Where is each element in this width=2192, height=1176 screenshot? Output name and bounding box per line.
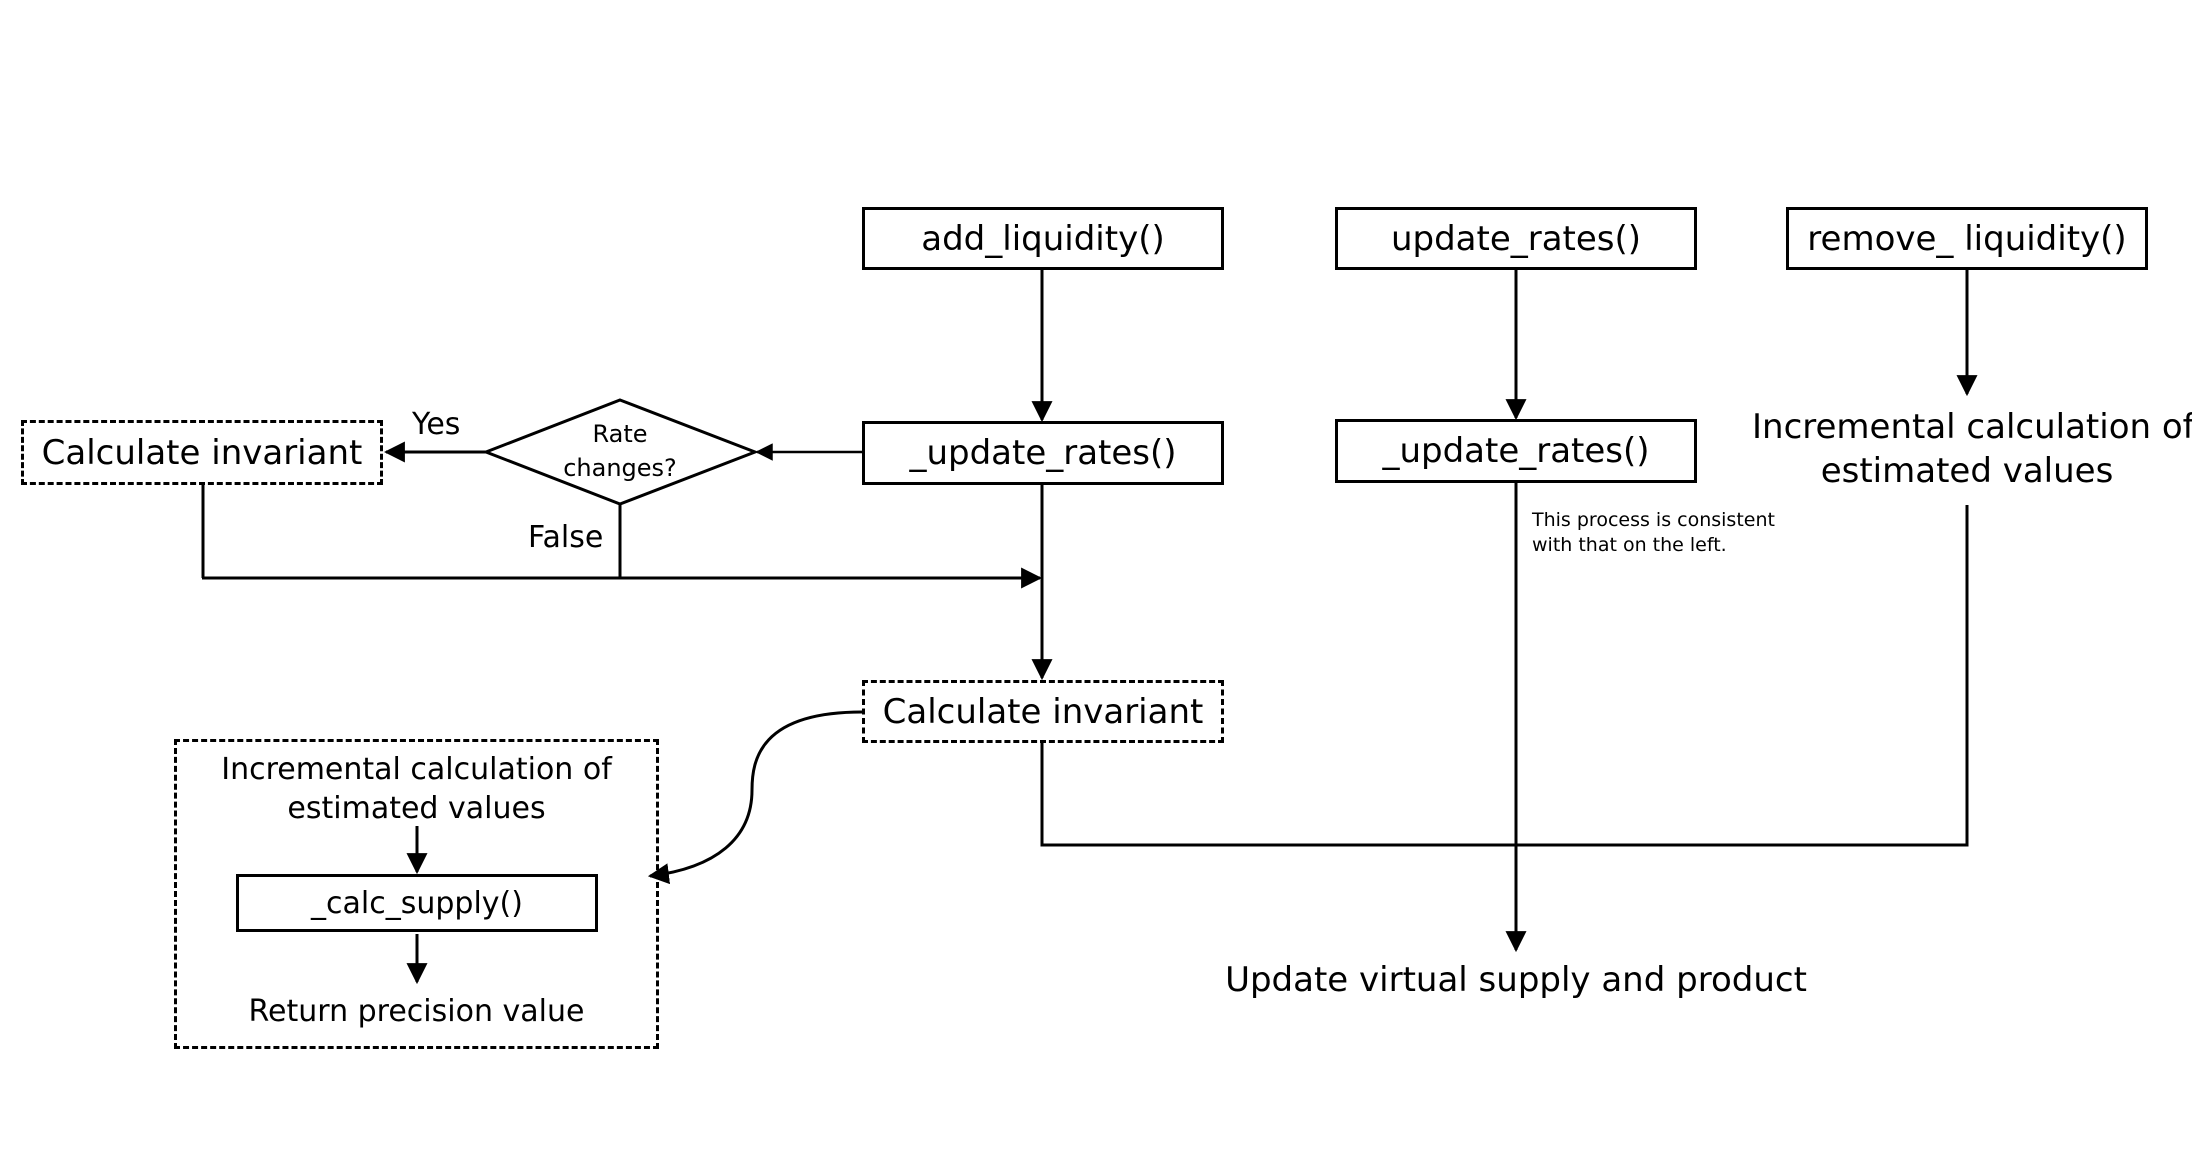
calc-supply-node: _calc_supply() bbox=[236, 874, 598, 932]
incremental-right-line-1: Incremental calculation of bbox=[1752, 407, 2192, 447]
decision-diamond-label: Rate changes? bbox=[540, 418, 700, 485]
group-incremental-line-2: estimated values bbox=[287, 791, 546, 826]
calc-invariant-left-node: Calculate invariant bbox=[21, 420, 383, 485]
calc-invariant-left-label: Calculate invariant bbox=[41, 432, 363, 473]
remove-liquidity-label: remove_ liquidity() bbox=[1807, 218, 2127, 259]
update-rates-top-node: update_rates() bbox=[1335, 207, 1697, 270]
calc-supply-label: _calc_supply() bbox=[311, 885, 523, 921]
update-rates-left-node: _update_rates() bbox=[862, 421, 1224, 485]
consistency-note-line-1: This process is consistent bbox=[1532, 509, 1775, 531]
update-rates-top-label: update_rates() bbox=[1390, 218, 1642, 259]
edge-calc-invariant-to-merge-right bbox=[1040, 505, 1969, 847]
edge-label-false: False bbox=[528, 520, 604, 555]
add-liquidity-label: add_liquidity() bbox=[921, 218, 1165, 259]
update-rates-right-label: _update_rates() bbox=[1382, 431, 1650, 471]
calc-invariant-center-label: Calculate invariant bbox=[882, 691, 1204, 732]
consistency-note: This process is consistent with that on … bbox=[1532, 508, 1775, 557]
remove-liquidity-node: remove_ liquidity() bbox=[1786, 207, 2148, 270]
incremental-right-label: Incremental calculation of estimated val… bbox=[1752, 405, 2192, 493]
consistency-note-line-2: with that on the left. bbox=[1532, 533, 1727, 556]
group-incremental-line-1: Incremental calculation of bbox=[221, 752, 612, 787]
return-precision-label: Return precision value bbox=[248, 994, 585, 1029]
decision-line-1: Rate bbox=[592, 420, 648, 448]
update-rates-right-node: _update_rates() bbox=[1335, 419, 1697, 483]
add-liquidity-node: add_liquidity() bbox=[862, 207, 1224, 270]
group-incremental-label: Incremental calculation of estimated val… bbox=[174, 750, 659, 828]
decision-line-2: changes? bbox=[563, 453, 677, 482]
edge-label-yes: Yes bbox=[412, 407, 461, 442]
incremental-right-line-2: estimated values bbox=[1820, 451, 2114, 492]
calc-supply-group bbox=[174, 739, 659, 1049]
edge-calc-invariant-to-group bbox=[647, 710, 863, 885]
update-rates-left-label: _update_rates() bbox=[909, 433, 1177, 473]
calc-invariant-center-node: Calculate invariant bbox=[862, 680, 1224, 743]
update-virtual-label: Update virtual supply and product bbox=[1225, 960, 1807, 1000]
